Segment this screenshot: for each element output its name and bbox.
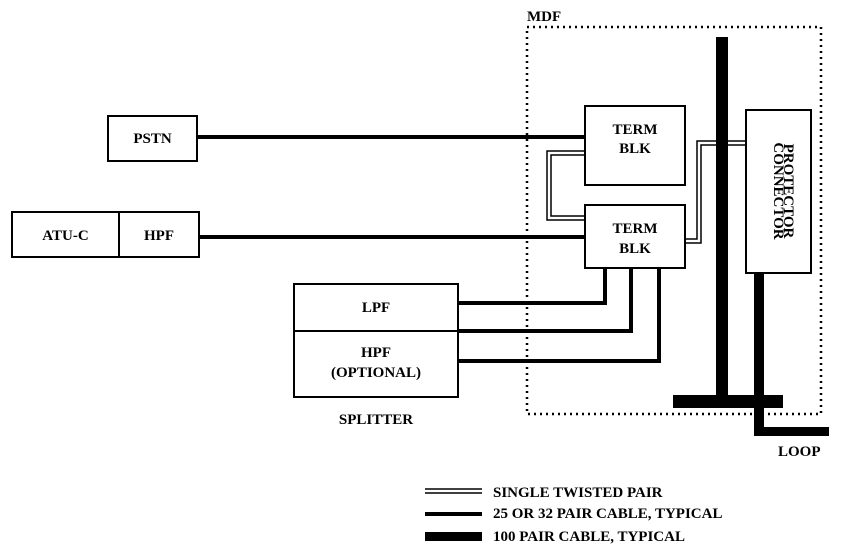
protector-label: PROTECTOR <box>780 144 796 239</box>
mdf-boundary <box>525 25 823 416</box>
mdf-vertical-cable <box>716 37 728 404</box>
legend-25-32-pair: 25 OR 32 PAIR CABLE, TYPICAL <box>425 506 722 522</box>
term-blk-top <box>584 105 686 186</box>
lpf-cable <box>458 268 607 305</box>
term-blk-top-line2: BLK <box>619 141 651 157</box>
twisted-pair-term-link-inner <box>550 154 585 217</box>
pstn-box <box>107 115 198 162</box>
pstn-label: PSTN <box>133 131 172 147</box>
legend-100-pair-label: 100 PAIR CABLE, TYPICAL <box>493 529 685 545</box>
mdf-label: MDF <box>527 9 561 25</box>
twisted-pair-to-connector-inner <box>685 144 746 244</box>
connector-label: CONNECTOR <box>770 142 786 239</box>
atu-c-label: ATU-C <box>42 228 88 244</box>
mdf-bottom-cable <box>673 395 783 408</box>
legend-single-twisted-pair: SINGLE TWISTED PAIR <box>425 485 663 501</box>
splitter-lpf-label: LPF <box>362 300 390 316</box>
hpf-box <box>118 211 200 258</box>
loop-cable-vertical <box>754 273 764 435</box>
splitter-hpf-label: HPF <box>361 345 391 361</box>
twisted-pair-to-connector-outer <box>685 140 746 240</box>
cable-100-pair <box>673 37 829 436</box>
splitter-box <box>293 283 459 398</box>
twisted-pair-term-link-outer <box>546 150 585 221</box>
splitter-cable-mid <box>458 268 633 333</box>
legend-100-pair: 100 PAIR CABLE, TYPICAL <box>425 529 685 545</box>
term-blk-bottom-line2: BLK <box>619 241 651 257</box>
splitter-label: SPLITTER <box>339 412 413 428</box>
single-twisted-pair-wires <box>546 140 746 244</box>
loop-label: LOOP <box>778 444 821 460</box>
legend: SINGLE TWISTED PAIR 25 OR 32 PAIR CABLE,… <box>425 485 722 545</box>
term-blk-top-line1: TERM <box>613 122 658 138</box>
splitter-hpf-cable <box>458 268 661 363</box>
splitter-hpf-optional-label: (OPTIONAL) <box>331 365 421 381</box>
term-blk-bottom-line1: TERM <box>613 221 658 237</box>
term-blk-bottom <box>584 204 686 269</box>
legend-25-32-pair-label: 25 OR 32 PAIR CABLE, TYPICAL <box>493 506 722 522</box>
connector-protector-box <box>745 109 812 274</box>
legend-thick-line <box>425 532 482 541</box>
cable-25-32-pair <box>197 135 661 363</box>
legend-single-twisted-pair-label: SINGLE TWISTED PAIR <box>493 485 663 501</box>
hpf-label: HPF <box>144 228 174 244</box>
loop-cable-horizontal <box>754 427 829 436</box>
